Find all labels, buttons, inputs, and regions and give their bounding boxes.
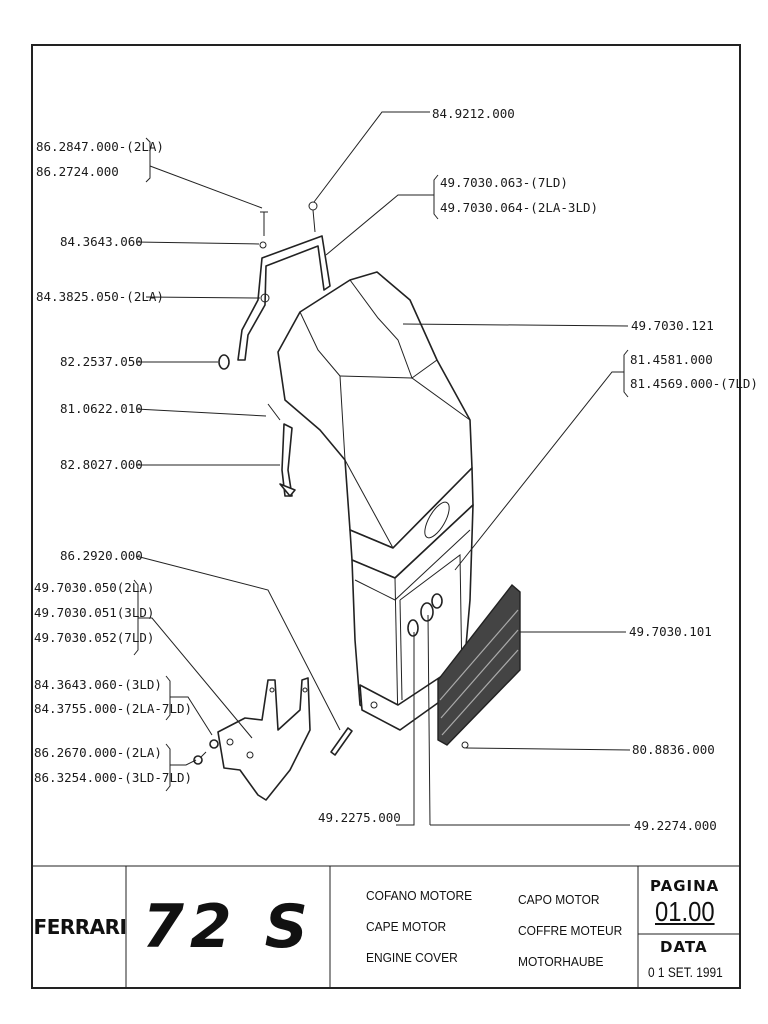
part-label-49-2274: 49.2274.000 <box>634 818 717 833</box>
desc-german: MOTORHAUBE <box>518 954 604 969</box>
desc-spanish: CAPO MOTOR <box>518 892 600 907</box>
page-label: PAGINA <box>650 877 720 895</box>
part-label-84-3755: 84.3755.000-(2LA-7LD) <box>34 701 192 716</box>
description-col-2: CAPO MOTOR COFFRE MOTEUR MOTORHAUBE <box>518 884 622 977</box>
latch-parts <box>267 403 296 497</box>
part-label-84-3643-3ld: 84.3643.060-(3LD) <box>34 677 162 692</box>
desc-italian: COFANO MOTORE <box>366 888 473 903</box>
part-label-86-2847: 86.2847.000-(2LA) <box>36 139 164 154</box>
part-label-81-4569: 81.4569.000-(7LD) <box>630 376 758 391</box>
grille-part <box>437 583 521 749</box>
part-label-86-2670: 86.2670.000-(2LA) <box>34 745 162 760</box>
desc-french: CAPE MOTOR <box>366 919 447 934</box>
page-number: 01.00 <box>655 896 715 927</box>
part-label-84-3825: 84.3825.050-(2LA) <box>36 289 164 304</box>
part-label-49-7030-063: 49.7030.063-(7LD) <box>440 175 568 190</box>
desc-english: ENGINE COVER <box>366 950 458 965</box>
upper-bracket-part <box>218 201 331 370</box>
part-label-82-2537: 82.2537.050 <box>60 354 143 369</box>
part-label-86-2920: 86.2920.000 <box>60 548 143 563</box>
leader-lines <box>133 111 631 826</box>
part-label-81-4581: 81.4581.000 <box>630 352 713 367</box>
description-col-1: COFANO MOTORE CAPE MOTOR ENGINE COVER <box>366 880 472 973</box>
part-label-49-7030-121: 49.7030.121 <box>631 318 714 333</box>
title-block-grid <box>32 865 741 988</box>
part-label-84-9212: 84.9212.000 <box>432 106 515 121</box>
part-label-82-8027: 82.8027.000 <box>60 457 143 472</box>
part-label-49-7030-050: 49.7030.050(2LA) <box>34 580 154 595</box>
part-label-49-7030-051: 49.7030.051(3LD) <box>34 605 154 620</box>
drawing-sheet-border <box>31 44 741 989</box>
date-label: DATA <box>660 938 708 956</box>
desc-french-2: COFFRE MOTEUR <box>518 923 623 938</box>
part-label-84-3643: 84.3643.060 <box>60 234 143 249</box>
date-value: 0 1 SET. 1991 <box>648 964 723 980</box>
part-label-49-7030-064: 49.7030.064-(2LA-3LD) <box>440 200 598 215</box>
part-label-49-7030-052: 49.7030.052(7LD) <box>34 630 154 645</box>
part-label-80-8836: 80.8836.000 <box>632 742 715 757</box>
model-name: 72 S <box>142 892 314 962</box>
part-number-labels: 86.2847.000-(2LA) 86.2724.000 84.9212.00… <box>34 106 758 833</box>
engine-cover-part <box>277 271 474 731</box>
part-label-49-2275: 49.2275.000 <box>318 810 401 825</box>
part-label-86-3254: 86.3254.000-(3LD-7LD) <box>34 770 192 785</box>
part-label-49-7030-101: 49.7030.101 <box>629 624 712 639</box>
part-label-81-0622: 81.0622.010 <box>60 401 143 416</box>
lower-bracket-part <box>193 677 353 801</box>
part-label-86-2724: 86.2724.000 <box>36 164 119 179</box>
brand-logo-text: FERRARI <box>33 915 127 939</box>
